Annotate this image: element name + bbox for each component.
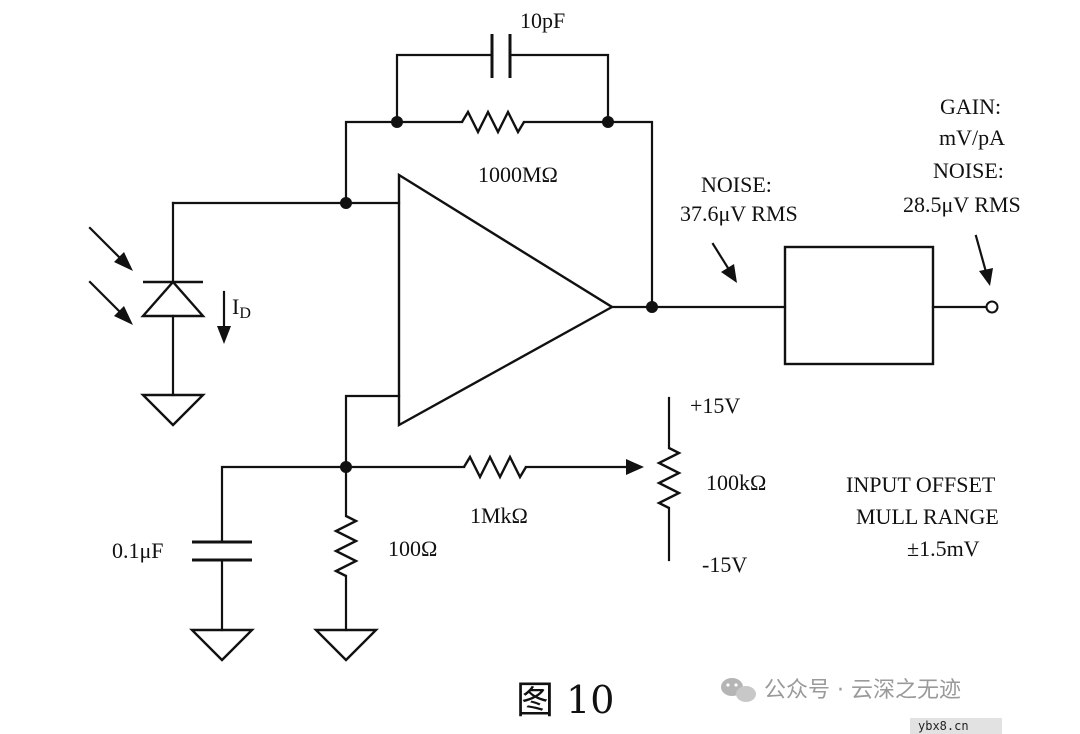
offset-range-line3: ±1.5mV — [907, 536, 980, 561]
op-amp — [397, 172, 615, 428]
gain-title: GAIN: — [940, 94, 1001, 119]
supply-positive-label: +15V — [690, 393, 740, 418]
photodiode — [140, 201, 401, 397]
photocurrent-arrow-icon — [217, 290, 231, 344]
feedback-capacitor — [395, 34, 610, 124]
filter-block — [783, 245, 935, 366]
noise-output-value: 37.6μV RMS — [680, 201, 798, 226]
offset-range-line2: MULL RANGE — [856, 504, 999, 529]
supply-negative-label: -15V — [702, 552, 747, 577]
watermark-text: 公众号 · 云深之无迹 — [764, 678, 961, 703]
divider-res-label: 100Ω — [388, 536, 437, 561]
site-mark: ybx8.cn — [918, 719, 969, 733]
feedback-resistor — [344, 109, 654, 309]
ground-capacitor-icon — [189, 628, 255, 662]
noise-pointer-arrow-icon — [711, 242, 737, 283]
offset-range-line1: INPUT OFFSET — [846, 472, 996, 497]
photocurrent-label: ID — [232, 294, 251, 322]
wechat-icon — [721, 678, 756, 702]
noise-filtered-title: NOISE: — [933, 158, 1004, 183]
ground-photodiode-icon — [140, 393, 206, 427]
bypass-cap-label: 0.1μF — [112, 538, 164, 563]
pot-label: 100kΩ — [706, 470, 766, 495]
output-terminal-icon — [985, 300, 999, 314]
feedback-cap-label: 10pF — [520, 8, 565, 33]
figure-caption: 图 10 — [516, 678, 614, 722]
offset-resistor — [344, 454, 644, 480]
offset-res-label: 1MkΩ — [470, 503, 528, 528]
gain-value: mV/pA — [939, 125, 1005, 150]
divider-resistor — [313, 465, 379, 662]
light-rays-icon — [88, 226, 133, 325]
potentiometer — [656, 396, 682, 562]
feedback-res-label: 1000MΩ — [478, 162, 558, 187]
site-mark-background — [910, 718, 1002, 734]
noise-filtered-value: 28.5μV RMS — [903, 192, 1021, 217]
noise-output-title: NOISE: — [701, 172, 772, 197]
junction-dots — [340, 116, 658, 473]
bypass-capacitor — [189, 465, 348, 662]
ground-divider-icon — [313, 628, 379, 662]
gain-pointer-arrow-icon — [974, 234, 993, 286]
